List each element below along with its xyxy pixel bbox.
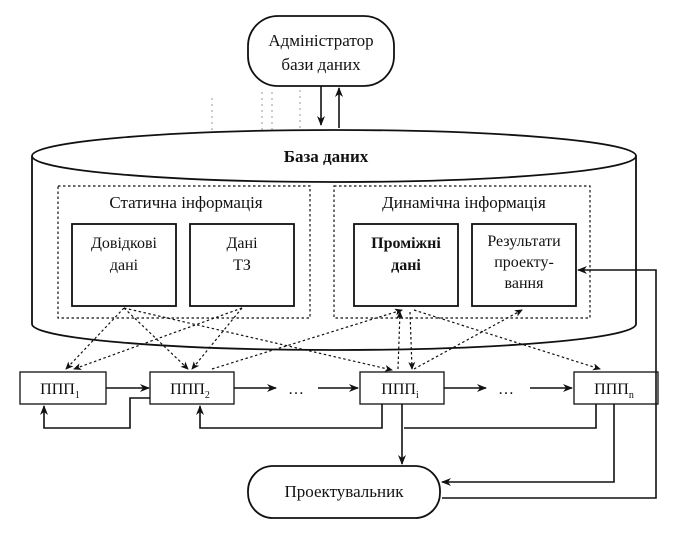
tz-line-1: Дані <box>226 235 258 252</box>
intermediate-line-1: Проміжні <box>371 235 441 252</box>
static-info-label: Статична інформація <box>109 193 262 212</box>
results-line-1: Результати <box>487 233 561 250</box>
ppp-1-sub: 1 <box>75 390 80 401</box>
ppp-n-box: ПППn <box>573 371 659 405</box>
feedback-loops <box>40 397 383 429</box>
ppp-1-base: ППП <box>40 381 75 398</box>
ppp-i-box: ПППi <box>359 371 445 405</box>
dynamic-info-label: Динамічна інформація <box>382 193 546 212</box>
ellipsis-1: … <box>288 381 304 398</box>
results-line-2: проекту- <box>494 254 554 271</box>
ppp-2-box: ППП2 <box>149 371 235 405</box>
ppp-1-box: ППП1 <box>19 371 107 405</box>
reference-line-1: Довідкові <box>91 235 158 252</box>
right-side-connections <box>404 266 657 499</box>
ppp-2-base: ППП <box>170 381 205 398</box>
admin-line-2: бази даних <box>281 55 361 74</box>
reference-line-2: дані <box>110 257 139 274</box>
dynamic-info-group: Динамічна інформація <box>333 185 591 319</box>
scan-marks <box>211 90 326 215</box>
reference-data-box: Довідкові дані <box>71 223 177 307</box>
administrator-node: Адміністратор бази даних <box>247 15 395 87</box>
database-label: База даних <box>284 147 369 166</box>
ppp-chain-arrows: … … <box>106 381 573 398</box>
svg-text:ПППn: ПППn <box>594 381 634 401</box>
svg-text:ППП2: ППП2 <box>170 381 210 401</box>
static-info-group: Статична інформація <box>57 185 311 319</box>
ppp-i-sub: i <box>416 390 419 401</box>
ppp-n-base: ППП <box>594 381 629 398</box>
dotted-connections <box>65 307 601 372</box>
admin-line-1: Адміністратор <box>268 31 373 50</box>
ellipsis-2: … <box>498 381 514 398</box>
svg-text:ПППi: ПППi <box>381 381 419 401</box>
ppp-i-base: ППП <box>381 381 416 398</box>
ppp-2-sub: 2 <box>205 390 210 401</box>
results-box: Результати проекту- вання <box>471 223 577 307</box>
intermediate-line-2: дані <box>391 257 421 274</box>
tz-data-box: Дані ТЗ <box>189 223 295 307</box>
ppp-n-sub: n <box>629 390 634 401</box>
tz-line-2: ТЗ <box>233 257 251 274</box>
designer-label: Проектувальник <box>285 482 405 501</box>
svg-text:ППП1: ППП1 <box>40 381 80 401</box>
results-line-3: вання <box>505 275 545 292</box>
admin-db-arrows <box>317 86 343 128</box>
designer-node: Проектувальник <box>247 465 441 519</box>
intermediate-data-box: Проміжні дані <box>353 223 459 307</box>
